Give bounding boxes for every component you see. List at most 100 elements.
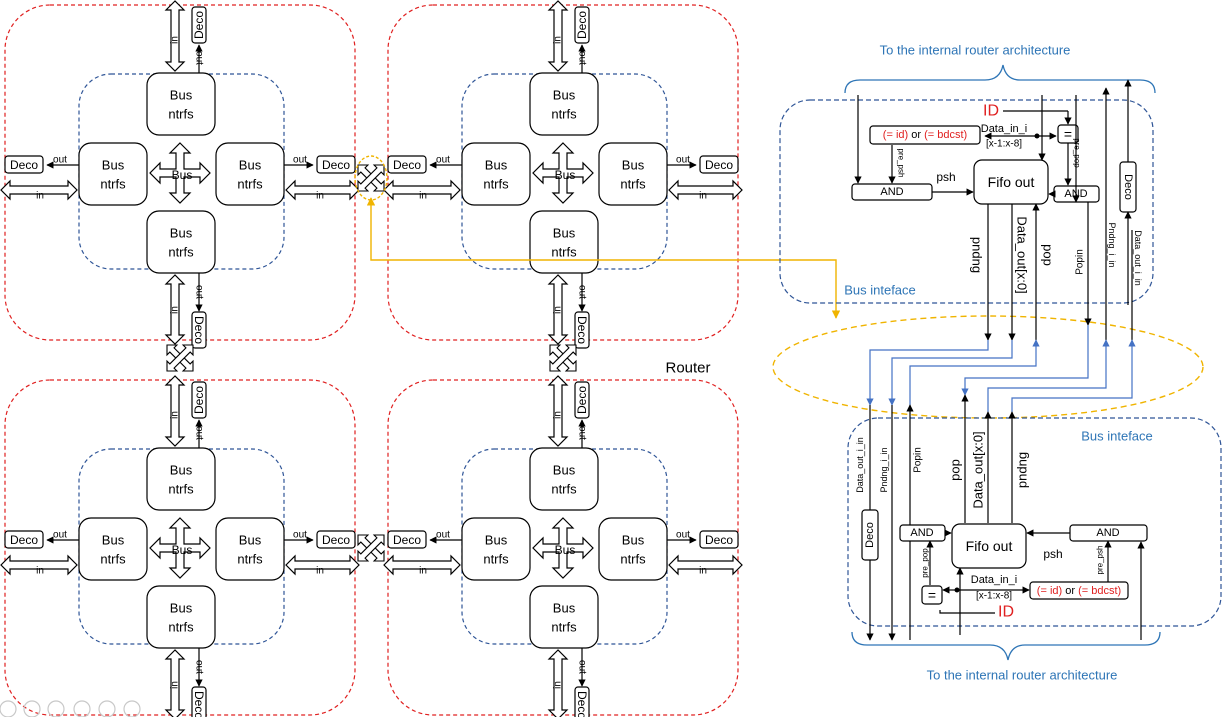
upper-fifo-label: Fifo out	[988, 174, 1035, 190]
deco-label: Deco	[192, 386, 206, 414]
deco-label: Deco	[10, 158, 38, 172]
ntrfs-label: ntrfs	[620, 552, 646, 567]
deco-box	[191, 381, 207, 419]
out-label: out	[436, 530, 450, 541]
deco-box	[387, 530, 427, 549]
central-bus-arrows	[532, 517, 594, 579]
deco-box	[574, 6, 590, 44]
toolbar-icon-1	[23, 700, 41, 717]
in-label: in	[170, 411, 181, 419]
upper-data-out-label: Data_out[x:0]	[1015, 216, 1030, 293]
upper-bus-area	[779, 99, 1154, 304]
upper-psh-label: psh	[936, 170, 955, 184]
ntrfs-label: ntrfs	[168, 245, 194, 260]
deco-box	[191, 6, 207, 44]
bus-label: Bus	[102, 533, 125, 548]
match-part-match_id: (= id)	[1037, 585, 1062, 597]
upper-brace	[844, 64, 1156, 94]
south-in-arrow	[164, 649, 186, 717]
out-label: out	[53, 155, 67, 166]
ntrfs-label: ntrfs	[168, 482, 194, 497]
router-top-right: BusntrfsBusntrfsBusntrfsBusntrfsBusinDec…	[383, 0, 743, 349]
toolbar-icon-5	[123, 700, 141, 717]
deco-box	[191, 311, 207, 349]
blue-connectors	[866, 325, 1136, 412]
lower-pndng-label: pndng	[1015, 452, 1030, 488]
bus-interface-box	[529, 210, 599, 274]
deco-box	[699, 155, 739, 174]
router-links	[166, 155, 841, 562]
match-part-or_word: or	[908, 129, 924, 141]
lower-bus-area	[847, 417, 1222, 627]
north-in-arrow	[547, 0, 569, 72]
in-label: in	[170, 36, 181, 44]
upper-data-range-label: [x-1:x-8]	[986, 139, 1022, 150]
conn-4	[961, 325, 1089, 396]
bus-label: Bus	[170, 601, 193, 616]
lower-psh-label: psh	[1043, 547, 1062, 561]
link-cross-right	[549, 344, 577, 372]
deco-box	[316, 155, 356, 174]
match-part-match_bcst: (= bdcst)	[1078, 585, 1121, 597]
link-ellipse	[772, 315, 1204, 419]
router-top-left-border	[4, 4, 356, 341]
in-label: in	[553, 36, 564, 44]
lower-interface: Bus inteface To the internal router archi…	[847, 394, 1222, 683]
north-in-arrow	[164, 0, 186, 72]
bus-label: Bus	[102, 158, 125, 173]
router-top-right-border	[387, 4, 739, 341]
deco-label: Deco	[393, 533, 421, 547]
bus-label: Bus	[622, 533, 645, 548]
bus-label: Bus	[485, 158, 508, 173]
west-in-arrow-shape	[0, 554, 78, 576]
deco-box	[191, 686, 207, 717]
west-in-arrow	[0, 554, 78, 576]
bus-interface-box	[461, 142, 531, 206]
conn-2	[888, 340, 1013, 406]
lower-caption: To the internal router architecture	[927, 668, 1118, 683]
bus-label: Bus	[170, 88, 193, 103]
central-bus-arrows	[149, 142, 211, 204]
central-bus-label: Bus	[172, 168, 193, 182]
east-in-arrow	[285, 554, 360, 576]
lower-bus-interface-label: Bus inteface	[1081, 429, 1153, 444]
bus-interface-box	[215, 517, 285, 581]
deco-label: Deco	[575, 316, 589, 344]
router-bottom-left: BusntrfsBusntrfsBusntrfsBusntrfsBusinDec…	[0, 375, 360, 717]
bus-label: Bus	[553, 601, 576, 616]
deco-box	[316, 530, 356, 549]
lower-popin-label: Popin	[913, 447, 924, 473]
link-cross-right-arrow-shape-1	[549, 344, 577, 372]
upper-pre-pop-label: pre_pop	[1073, 138, 1082, 168]
link-cross-left	[166, 344, 194, 372]
upper-popin-label: Popin	[1075, 249, 1086, 275]
deco-label: Deco	[192, 691, 206, 717]
upper-match-text: (= id) or (= bdcst)	[883, 129, 967, 141]
deco-box	[699, 530, 739, 549]
ntrfs-label: ntrfs	[100, 177, 126, 192]
west-in-arrow-shape	[383, 179, 461, 201]
in-label: in	[36, 566, 44, 577]
out-label: out	[577, 51, 588, 65]
bus-interface-box	[78, 142, 148, 206]
lower-pre-pop-label: pre_pop	[921, 548, 930, 578]
link-cross-bottom-arrow-1	[357, 534, 385, 562]
upper-data-out-in-label: Data_out_i_in	[1133, 230, 1143, 286]
deco-label: Deco	[192, 11, 206, 39]
deco-label: Deco	[322, 158, 350, 172]
north-in-arrow-shape	[164, 375, 186, 447]
lower-fifo	[951, 523, 1027, 569]
in-label: in	[553, 306, 564, 314]
lower-data-range-label: [x-1:x-8]	[976, 591, 1012, 602]
lower-and-psh-label: AND	[1096, 527, 1119, 539]
